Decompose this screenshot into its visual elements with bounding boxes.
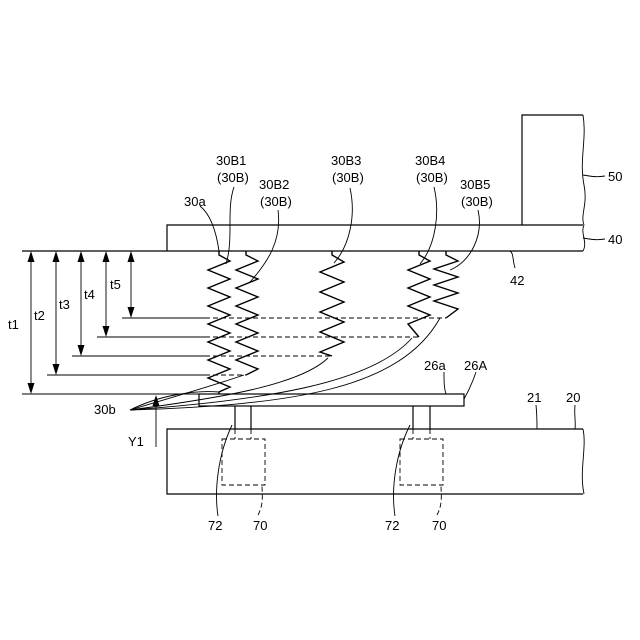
board-20 (167, 429, 583, 494)
label-30B3: 30B3 (331, 153, 361, 168)
housing-50 (522, 115, 583, 225)
label-26a: 26a (424, 358, 446, 373)
leader-70-left (258, 485, 262, 515)
label-30a: 30a (184, 194, 206, 209)
label-40: 40 (608, 232, 622, 247)
spring-30B1 (208, 251, 230, 394)
label-30B2: 30B2 (259, 177, 289, 192)
label-30B1-group: (30B) (217, 170, 249, 185)
label-30B1: 30B1 (216, 153, 246, 168)
leader-42 (510, 251, 515, 268)
housing-right-break (582, 115, 585, 225)
label-30B4-group: (30B) (416, 170, 448, 185)
label-30B5-group: (30B) (461, 194, 493, 209)
label-t5: t5 (110, 277, 121, 292)
leader-20 (575, 405, 576, 429)
leader-70-right (437, 485, 441, 515)
label-t2: t2 (34, 308, 45, 323)
label-Y1: Y1 (128, 434, 144, 449)
chip-right-70 (400, 439, 443, 485)
board-right-break (582, 429, 584, 494)
label-20: 20 (566, 390, 580, 405)
leader-26a (444, 372, 446, 394)
label-t1: t1 (8, 317, 19, 332)
label-42: 42 (510, 273, 524, 288)
label-72-right: 72 (385, 518, 399, 533)
leader-21 (536, 405, 537, 429)
label-72-left: 72 (208, 518, 222, 533)
leader-30B2 (250, 210, 279, 282)
label-30B5: 30B5 (460, 177, 490, 192)
spring-30B4 (408, 251, 430, 337)
leader-30a (200, 206, 219, 251)
leader-50 (583, 175, 605, 177)
label-50: 50 (608, 169, 622, 184)
leader-30b-4 (130, 338, 412, 410)
dim-t3-arrow (78, 251, 85, 356)
spring-30B3 (320, 251, 344, 356)
chip-left-70 (222, 439, 265, 485)
label-30B2-group: (30B) (260, 194, 292, 209)
label-26A: 26A (464, 358, 487, 373)
dim-t2-arrow (53, 251, 60, 375)
label-30B3-group: (30B) (332, 170, 364, 185)
leader-30B5 (450, 210, 479, 270)
dim-t5-arrow (128, 251, 135, 318)
label-70-right: 70 (432, 518, 446, 533)
label-30b: 30b (94, 402, 116, 417)
leader-26A (464, 372, 476, 399)
label-70-left: 70 (253, 518, 267, 533)
label-t4: t4 (84, 287, 95, 302)
spring-30B5 (434, 251, 458, 318)
label-30B4: 30B4 (415, 153, 445, 168)
label-21: 21 (527, 390, 541, 405)
dim-t4-arrow (103, 251, 110, 337)
leader-40 (583, 238, 605, 240)
label-t3: t3 (59, 297, 70, 312)
leader-30b-3 (130, 358, 328, 410)
